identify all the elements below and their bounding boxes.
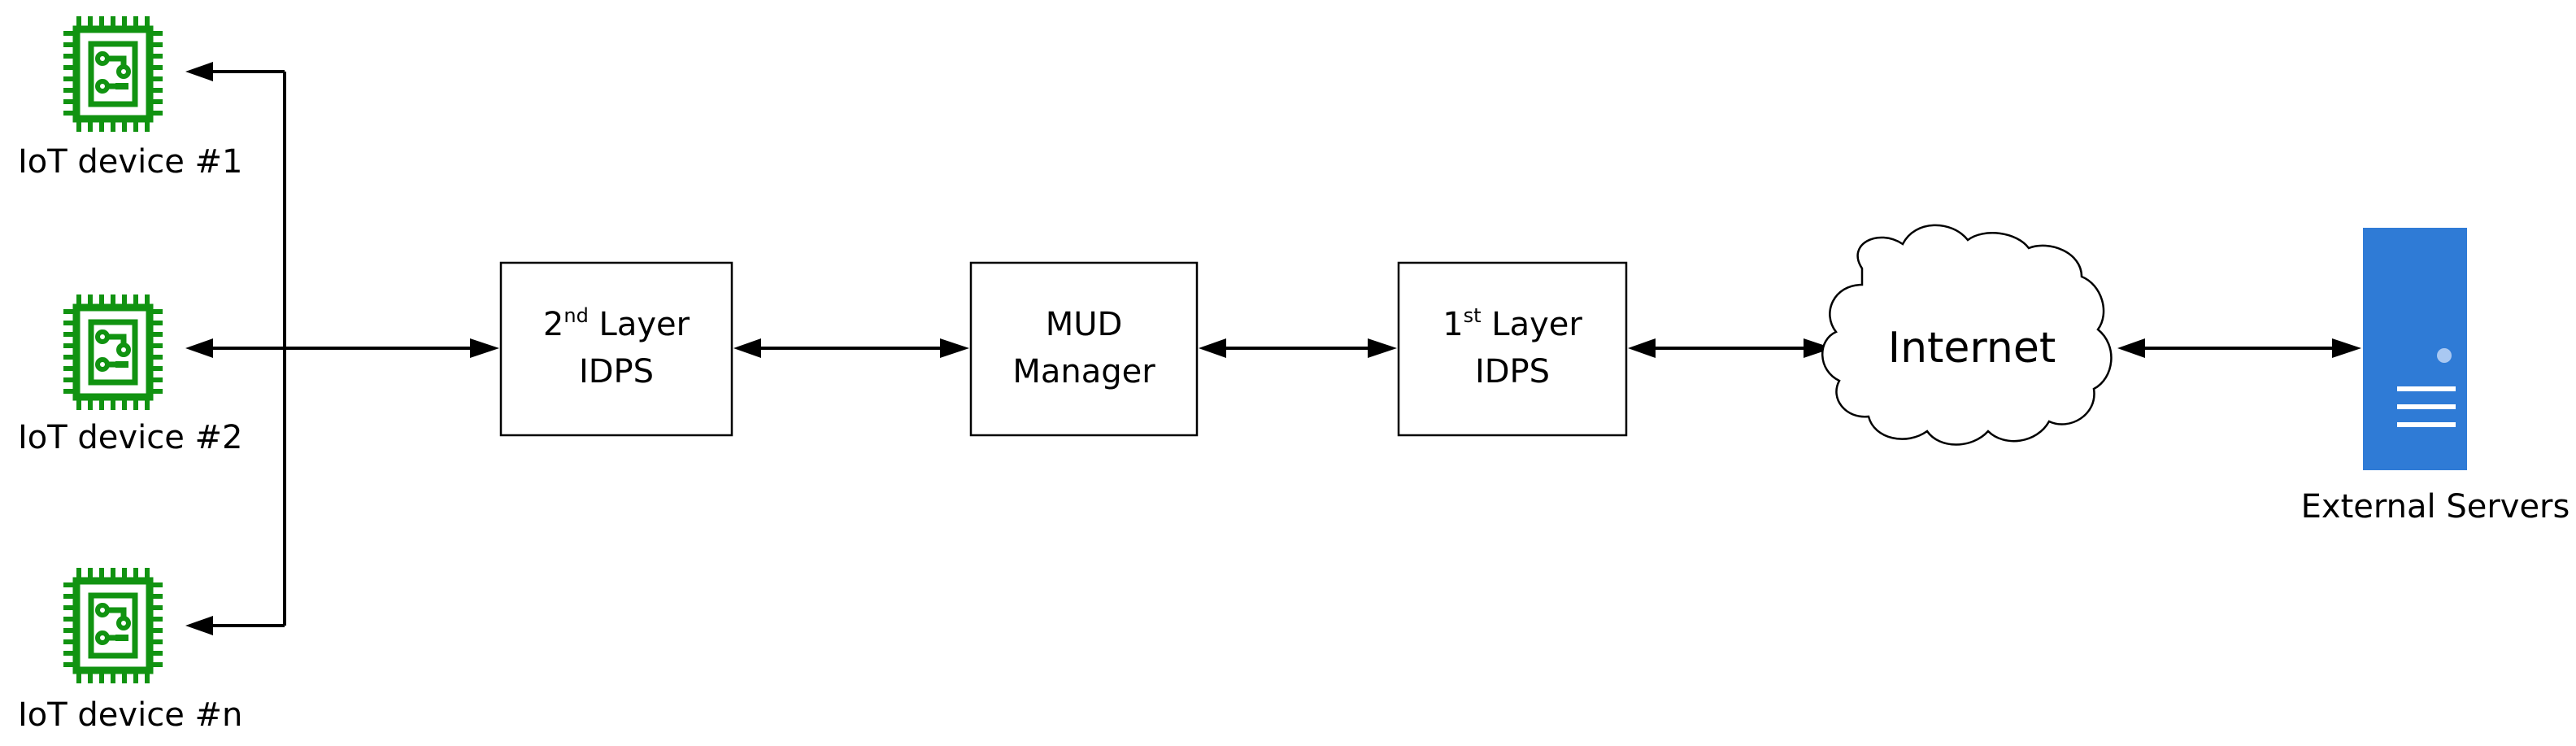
cloud-icon bbox=[1821, 224, 2113, 446]
second-layer-idps-box: 2nd Layer IDPS bbox=[499, 261, 733, 437]
iot-device-1: IoT device #1 bbox=[18, 16, 242, 181]
first-layer-line1: 1st Layer bbox=[1442, 304, 1582, 343]
external-servers-label: External Servers bbox=[2301, 488, 2570, 526]
external-servers: External Servers bbox=[2301, 228, 2570, 526]
arrowhead-device-n bbox=[185, 616, 213, 635]
microchip-icon bbox=[63, 16, 163, 132]
arrowhead-device-1 bbox=[185, 62, 213, 81]
microchip-icon bbox=[63, 568, 163, 683]
internet-cloud: Internet bbox=[1821, 224, 2113, 446]
arrowhead-internet-out bbox=[2117, 338, 2145, 358]
mud-manager-box: MUD Manager bbox=[969, 261, 1199, 437]
arrowhead-mud-out bbox=[1199, 338, 1226, 358]
iot-device-n: IoT device #n bbox=[18, 568, 242, 734]
arrowhead-second-layer-out bbox=[733, 338, 761, 358]
arrowhead-second-layer-in bbox=[470, 338, 499, 358]
arrowhead-servers-in bbox=[2332, 338, 2361, 358]
device-label-2: IoT device #2 bbox=[18, 419, 242, 456]
arrowhead-mud-in bbox=[940, 338, 969, 358]
server-tower-icon bbox=[2363, 228, 2467, 470]
arrowhead-device-2 bbox=[185, 338, 213, 358]
arrowhead-first-layer-out bbox=[1628, 338, 1656, 358]
device-label-1: IoT device #1 bbox=[18, 143, 242, 181]
microchip-icon bbox=[63, 294, 163, 410]
second-layer-line2: IDPS bbox=[579, 353, 654, 390]
iot-device-2: IoT device #2 bbox=[18, 294, 242, 456]
arrowhead-internet-in bbox=[1804, 338, 1833, 358]
first-layer-idps-box: 1st Layer IDPS bbox=[1397, 261, 1628, 437]
arrowhead-first-layer-in bbox=[1368, 338, 1397, 358]
internet-label: Internet bbox=[1888, 324, 2056, 373]
mud-manager-line1: MUD bbox=[1046, 306, 1123, 343]
first-layer-line2: IDPS bbox=[1475, 353, 1550, 390]
second-layer-line1: 2nd Layer bbox=[543, 304, 690, 343]
device-label-n: IoT device #n bbox=[18, 696, 242, 734]
mud-manager-line2: Manager bbox=[1012, 353, 1155, 390]
